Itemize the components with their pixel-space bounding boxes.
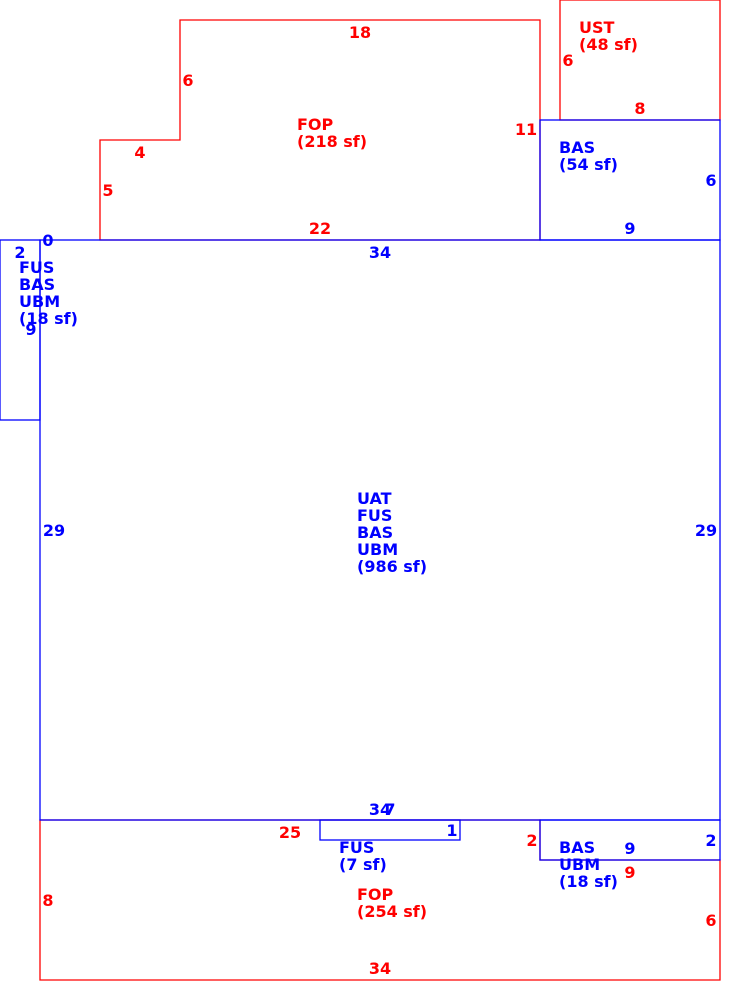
dimension-label: 1 xyxy=(446,821,457,840)
dimension-label: 6 xyxy=(562,51,573,70)
dimension-label: 2 xyxy=(526,831,537,850)
area-label-fop-top: FOP (218 sf) xyxy=(297,115,367,151)
dimension-label: 5 xyxy=(102,181,113,200)
dimension-label: 7 xyxy=(384,800,395,819)
fus-left-outline xyxy=(0,239,41,421)
dimension-label: 25 xyxy=(279,823,301,842)
dimension-label: 6 xyxy=(705,911,716,930)
dimension-label: 18 xyxy=(349,23,371,42)
dimension-label: 11 xyxy=(515,120,537,139)
area-label-main: UAT FUS BAS UBM (986 sf) xyxy=(357,489,427,576)
area-label-fop-bottom: FOP (254 sf) xyxy=(357,885,427,921)
area-label-ust: UST (48 sf) xyxy=(579,18,638,54)
area-label-bas-top-right: BAS (54 sf) xyxy=(559,138,618,174)
dimension-label: 29 xyxy=(695,521,717,540)
dimension-label: 9 xyxy=(624,863,635,882)
dimension-label: 8 xyxy=(42,891,53,910)
dimension-label: 9 xyxy=(25,320,36,339)
fus-bottom-outline xyxy=(319,819,461,841)
dimension-label: 34 xyxy=(369,959,391,978)
dimension-label: 34 xyxy=(369,800,391,819)
dimension-label: 22 xyxy=(309,219,331,238)
dimension-label: 2 xyxy=(14,243,25,262)
area-label-fus-bottom: FUS (7 sf) xyxy=(339,838,387,874)
dimension-label: 34 xyxy=(369,243,391,262)
dimension-label: 0 xyxy=(42,231,53,250)
dimension-label: 9 xyxy=(624,219,635,238)
bas-top-right-outline xyxy=(539,119,721,241)
dimension-label: 4 xyxy=(134,143,145,162)
dimension-label: 6 xyxy=(705,171,716,190)
dimension-label: 9 xyxy=(624,839,635,858)
dimension-label: 6 xyxy=(182,71,193,90)
area-label-bas-bottom-right: BAS UBM (18 sf) xyxy=(559,838,618,891)
dimension-label: 8 xyxy=(634,99,645,118)
area-label-fus-left: FUS BAS UBM (18 sf) xyxy=(19,258,78,328)
dimension-label: 2 xyxy=(705,831,716,850)
bas-bottom-right-outline xyxy=(539,819,721,861)
dimension-label: 29 xyxy=(43,521,65,540)
